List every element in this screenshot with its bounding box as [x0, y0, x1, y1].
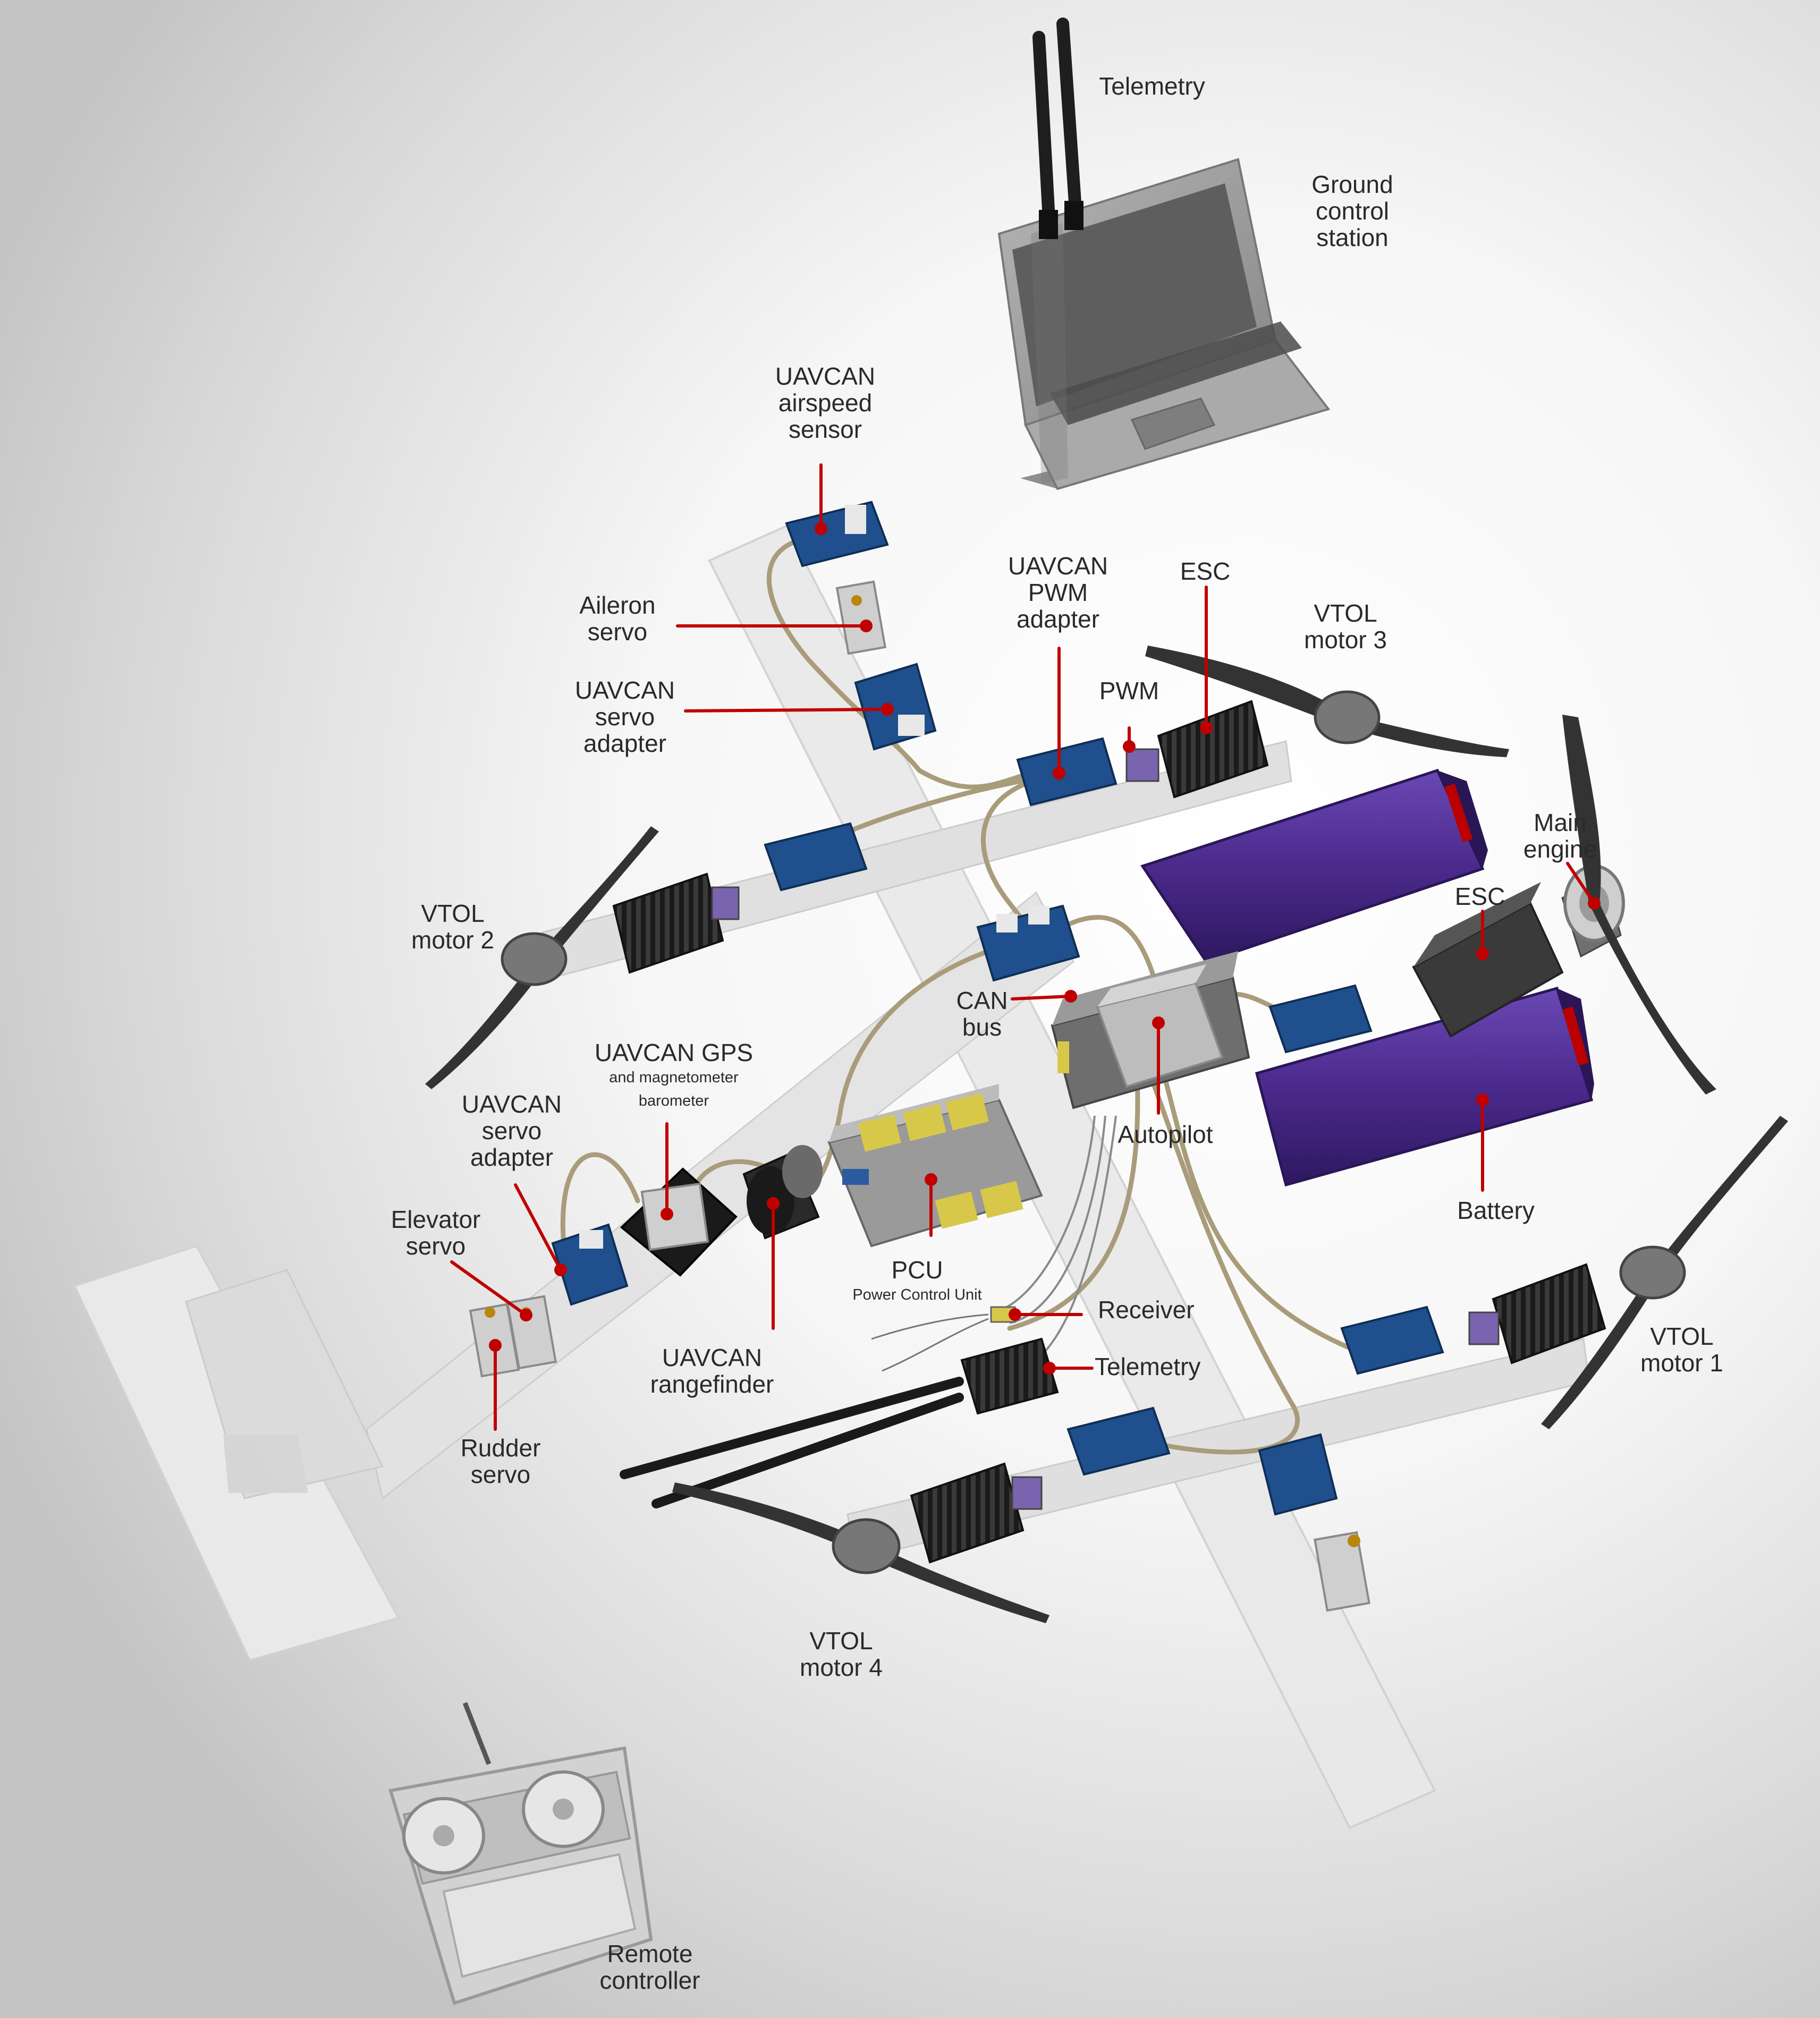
label-can-bus: CAN bus [956, 987, 1008, 1040]
label-battery: Battery [1457, 1197, 1535, 1224]
label-receiver: Receiver [1098, 1296, 1195, 1323]
label-autopilot: Autopilot [1118, 1121, 1213, 1148]
label-vtol-motor-4: VTOL motor 4 [800, 1627, 883, 1681]
label-esc-right: ESC [1455, 883, 1505, 910]
label-vtol-motor-1: VTOL motor 1 [1640, 1323, 1723, 1376]
label-ground-control-station: Ground control station [1311, 171, 1393, 251]
uavcan-board-main-engine [1270, 986, 1371, 1052]
label-servo-adapter-tail: UAVCAN servo adapter [462, 1091, 562, 1171]
label-main-engine: Main engine [1523, 809, 1597, 862]
label-rangefinder: UAVCAN rangefinder [650, 1344, 774, 1397]
label-airspeed-sensor: UAVCAN airspeed sensor [775, 363, 875, 443]
label-esc-top: ESC [1180, 558, 1231, 584]
label-rudder-servo: Rudder servo [461, 1435, 541, 1488]
label-pwm: PWM [1099, 677, 1159, 704]
label-elevator-servo: Elevator servo [391, 1206, 481, 1259]
label-remote-controller: Remote controller [599, 1940, 700, 1994]
label-telemetry-top: Telemetry [1099, 73, 1205, 99]
label-vtol-motor-2: VTOL motor 2 [411, 900, 494, 953]
uavcan-board-rear-boom-right [1342, 1307, 1443, 1373]
label-gps: UAVCAN GPS and magnetometer barometer [595, 1039, 753, 1113]
label-telemetry-onboard: Telemetry [1095, 1353, 1200, 1380]
label-aileron-servo: Aileron servo [579, 592, 655, 645]
label-pwm-adapter: UAVCAN PWM adapter [1008, 553, 1108, 632]
telemetry-antennas [1039, 24, 1083, 239]
label-vtol-motor-3: VTOL motor 3 [1304, 600, 1387, 653]
label-servo-adapter-wing: UAVCAN servo adapter [575, 677, 675, 757]
uavcan-airspeed-sensor-board [786, 502, 887, 566]
label-pcu: PCU Power Control Unit [852, 1257, 981, 1307]
